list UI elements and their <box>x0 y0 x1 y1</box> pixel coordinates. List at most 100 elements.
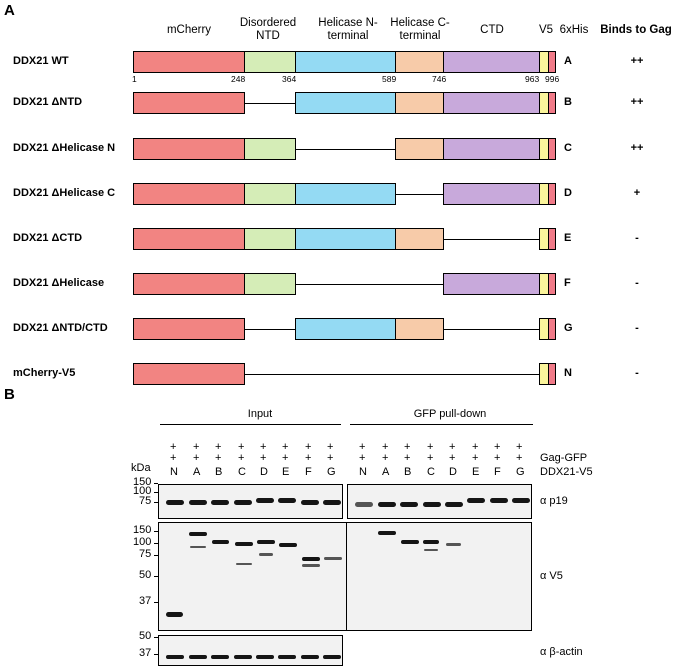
gag-gfp-plus: + <box>170 452 177 464</box>
gag-gfp-plus: + <box>238 452 245 464</box>
domain-helC <box>395 138 444 160</box>
blot-band <box>166 500 184 505</box>
position-963: 963 <box>525 74 540 84</box>
marker-p19-150: 150 <box>133 476 152 488</box>
header-helicase-c-line1: Helicase C- <box>390 17 450 29</box>
blot-band <box>211 655 229 659</box>
domain-ntd <box>244 183 296 205</box>
lane-label: F <box>305 466 312 478</box>
ddx21-v5-plus: + <box>494 441 501 453</box>
blot-band <box>278 498 296 503</box>
pulldown-bracket <box>350 424 533 425</box>
header-helicase-c: Helicase C- terminal <box>384 17 456 43</box>
blot-band <box>235 542 253 546</box>
gag-gfp-plus: + <box>382 452 389 464</box>
domain-helN <box>295 51 396 73</box>
marker-actin-37: 37 <box>139 647 152 659</box>
blot-band <box>446 543 461 546</box>
domain-ntd <box>244 138 296 160</box>
ddx21-v5-plus: + <box>404 441 411 453</box>
domain-helC <box>395 92 444 114</box>
marker-p19-75: 75 <box>139 495 152 507</box>
ddx21-v5-plus: + <box>516 441 523 453</box>
domain-mcherry <box>133 138 245 160</box>
domain-ntd <box>244 228 296 250</box>
binds-to-gag-value: ++ <box>630 142 644 154</box>
binds-to-gag-value: ++ <box>630 55 644 67</box>
lane-label: G <box>516 466 525 478</box>
gag-gfp-plus: + <box>472 452 479 464</box>
domain-mcherry <box>133 183 245 205</box>
domain-mcherry <box>133 273 245 295</box>
marker-v5-150: 150 <box>133 524 152 536</box>
domain-mcherry <box>133 363 245 385</box>
ddx21-v5-plus: + <box>472 441 479 453</box>
construct-label: DDX21 WT <box>13 55 69 67</box>
binds-to-gag-value: ++ <box>630 96 644 108</box>
binds-to-gag-value: - <box>635 322 639 334</box>
lane-label: C <box>427 466 435 478</box>
blot-band <box>323 500 341 505</box>
blot-band <box>301 500 319 505</box>
position-996: 996 <box>545 74 560 84</box>
blot-band <box>445 502 463 507</box>
ddx21-v5-plus: + <box>238 441 245 453</box>
domain-his <box>548 273 556 295</box>
marker-tick <box>154 502 158 503</box>
position-248: 248 <box>231 74 246 84</box>
construct-label: DDX21 ΔCTD <box>13 232 83 244</box>
blot-band <box>257 540 275 544</box>
ddx21-v5-plus: + <box>305 441 312 453</box>
domain-ctd <box>443 138 540 160</box>
header-ntd-line2: NTD <box>256 30 280 42</box>
ddx21-v5-plus: + <box>260 441 267 453</box>
blot-band <box>256 498 274 503</box>
blot-band <box>323 655 341 659</box>
construct-code: G <box>564 322 573 334</box>
binds-to-gag-value: + <box>633 187 641 199</box>
ddx21-v5-plus: + <box>215 441 222 453</box>
marker-tick <box>154 576 158 577</box>
construct-backbone-line <box>133 284 555 285</box>
kda-label: kDa <box>131 462 151 474</box>
marker-tick <box>154 555 158 556</box>
domain-mcherry <box>133 228 245 250</box>
domain-ctd <box>443 51 540 73</box>
blot-band <box>190 546 206 548</box>
blot-band <box>256 655 274 659</box>
construct-code: E <box>564 232 572 244</box>
ddx21-v5-plus: + <box>382 441 389 453</box>
construct-backbone-line <box>133 374 555 375</box>
construct-backbone-line <box>133 149 555 150</box>
blot-band <box>378 531 396 535</box>
gag-gfp-plus: + <box>260 452 267 464</box>
construct-label: DDX21 ΔHelicase C <box>13 187 116 199</box>
lane-label: E <box>472 466 480 478</box>
construct-label: DDX21 ΔHelicase N <box>13 142 116 154</box>
blot-band <box>166 612 183 617</box>
blot-band <box>189 655 207 659</box>
header-6xhis: 6xHis <box>559 24 589 36</box>
construct-code: B <box>564 96 572 108</box>
ddx21-v5-plus: + <box>427 441 434 453</box>
position-1: 1 <box>132 74 137 84</box>
gag-gfp-plus: + <box>282 452 289 464</box>
ddx21-v5-plus: + <box>170 441 177 453</box>
blot-band <box>301 655 319 659</box>
lane-label: E <box>282 466 290 478</box>
header-ntd: Disordered NTD <box>236 17 300 43</box>
position-589: 589 <box>382 74 397 84</box>
blot-band <box>259 553 273 556</box>
marker-tick <box>154 483 158 484</box>
marker-v5-100: 100 <box>133 536 152 548</box>
blot-band <box>211 500 229 505</box>
domain-ntd <box>244 51 296 73</box>
blot-band <box>302 564 320 567</box>
ddx21-v5-plus: + <box>327 441 334 453</box>
lane-label: B <box>404 466 412 478</box>
marker-tick <box>154 602 158 603</box>
blot-divider <box>346 523 347 630</box>
blot-band <box>212 540 229 544</box>
blot-band <box>302 557 320 561</box>
domain-helC <box>395 51 444 73</box>
